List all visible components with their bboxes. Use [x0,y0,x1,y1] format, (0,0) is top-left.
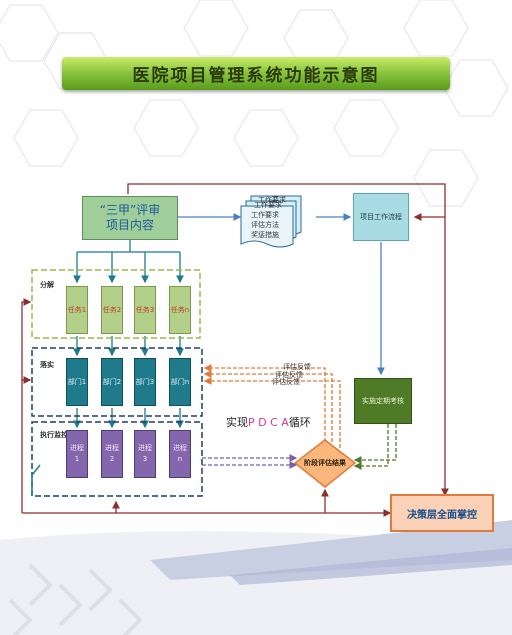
stage-eval-label: 阶段评估结果 [304,459,346,467]
diagram-title: 医院项目管理系统功能示意图 [132,66,380,86]
group-label-procs: 执行监控 [40,431,68,439]
doc-back2: 工作要求 [258,196,286,204]
process-top: 进程 [70,444,84,452]
process-num: 1 [74,455,80,463]
decision-layer-box: 决策层全面掌控 [390,494,494,532]
process-top: 进程 [138,444,152,452]
doc-back1: 工作要求 [254,201,282,209]
feedback-label: 评估反馈 [283,363,311,371]
process-box: 进程 2 [101,430,123,478]
process-box: 进程 1 [66,430,88,478]
task-box: 任务2 [101,286,123,334]
dept-box: 部门3 [134,358,156,406]
stage-eval-diamond [293,439,357,488]
doc-item: 工作要求 [251,211,279,219]
process-num: n [177,455,183,463]
dept-box: 部门n [169,358,191,406]
pdca-caption: 实现P D C A循环 [226,414,311,430]
task-box: 任务n [169,286,191,334]
task-box: 任务3 [134,286,156,334]
review-line1: “三甲”评审 [99,203,161,217]
review-content-box: “三甲”评审 项目内容 [82,196,178,240]
doc-item: 评估方法 [251,221,279,229]
project-workflow-box: 项目工作流程 [353,193,409,241]
doc-item: 奖惩措施 [251,231,279,239]
process-num: 2 [109,455,115,463]
title-banner: 医院项目管理系统功能示意图 [62,57,450,90]
dept-box: 部门1 [66,358,88,406]
workflow-label: 项目工作流程 [360,212,402,221]
feedback-label: 评估反馈 [272,378,300,386]
process-top: 进程 [173,444,187,452]
pdca-letters: P D C A [248,416,289,429]
process-num: 3 [142,455,148,463]
task-box: 任务1 [66,286,88,334]
feedback-label: 评估反馈 [275,371,303,379]
periodic-assessment-box: 实施定期考核 [354,378,412,424]
doc-stack-items: 工作要求 评估方法 奖惩措施 [251,210,279,240]
pdca-pre: 实现 [226,416,248,429]
group-label-depts: 落实 [40,361,54,369]
pdca-post: 循环 [288,416,311,429]
group-label-tasks: 分解 [40,281,54,289]
process-box: 进程 n [169,430,191,478]
assessment-label: 实施定期考核 [362,397,404,405]
process-box: 进程 3 [134,430,156,478]
review-line2: 项目内容 [105,218,154,232]
process-top: 进程 [105,444,119,452]
dept-box: 部门2 [101,358,123,406]
